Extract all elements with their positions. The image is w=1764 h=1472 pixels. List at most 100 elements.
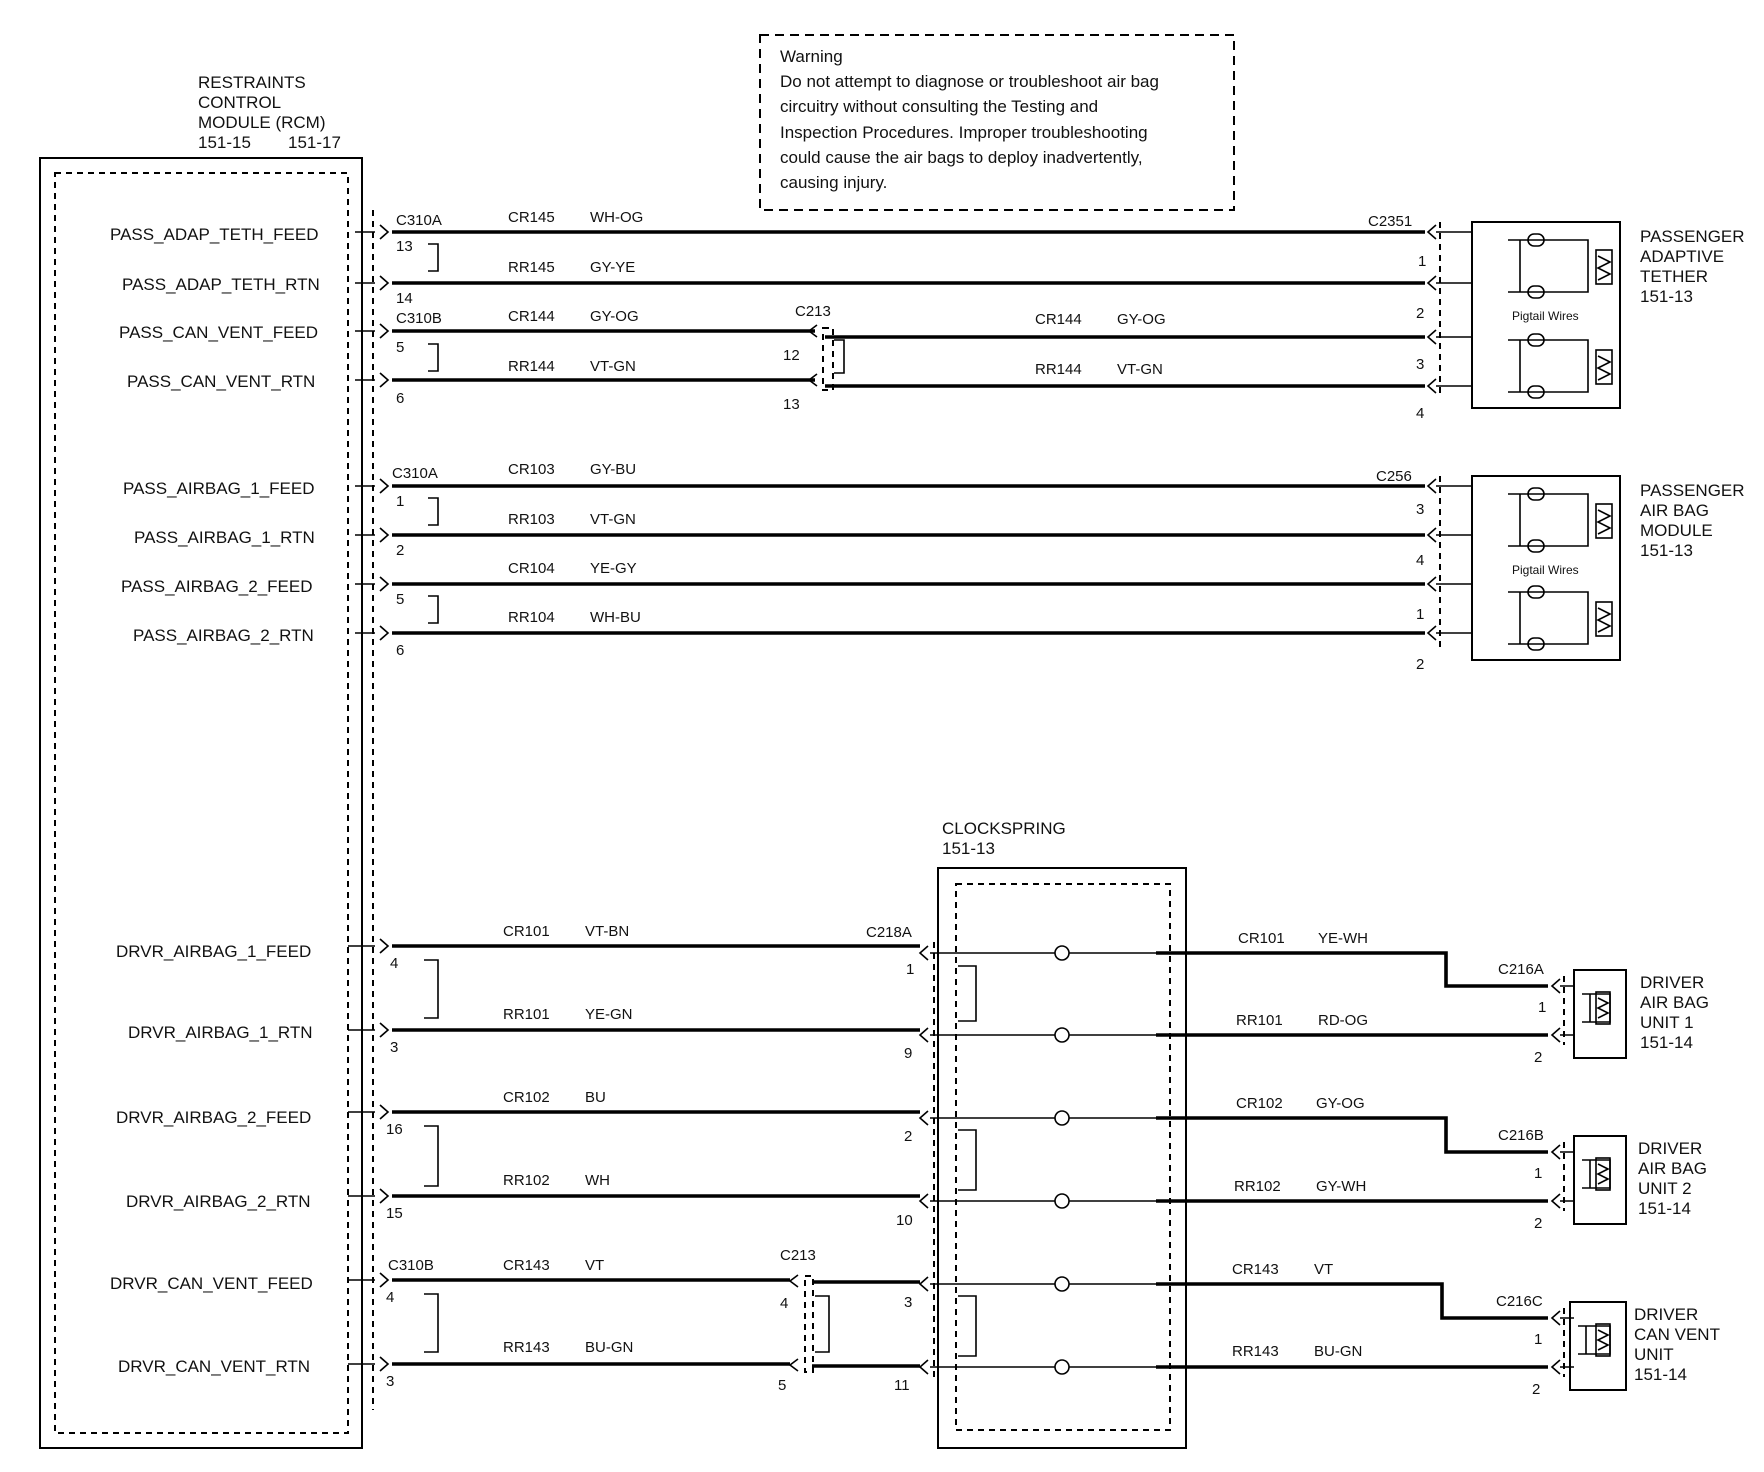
connector-label: C256 [1376, 468, 1412, 485]
circuit-id: RR103 [508, 511, 555, 528]
pin-number: 4 [1416, 405, 1424, 422]
wire-color: VT [1314, 1261, 1333, 1278]
pin-number: 6 [396, 642, 404, 659]
component-label: AIR BAG [1640, 501, 1709, 520]
component-label: 151-13 [1640, 287, 1693, 306]
pin-number: 2 [396, 542, 404, 559]
component-label: UNIT 1 [1640, 1013, 1694, 1032]
pin-number: 2 [1534, 1049, 1542, 1066]
signal-label: DRVR_AIRBAG_2_RTN [126, 1192, 311, 1211]
circuit-id: RR144 [1035, 361, 1082, 378]
circuit-id: CR144 [1035, 311, 1082, 328]
pin-number: 4 [390, 955, 398, 972]
pin-number: 2 [1534, 1215, 1542, 1232]
pin-number: 5 [396, 339, 404, 356]
signal-label: DRVR_CAN_VENT_FEED [110, 1274, 313, 1293]
rcm-title-line: CONTROL [198, 93, 281, 112]
warning-line: Inspection Procedures. Improper troubles… [780, 123, 1148, 142]
wire-color: VT-GN [590, 511, 636, 528]
pin-number: 5 [778, 1377, 786, 1394]
squib-icon [1578, 1323, 1611, 1357]
pin-number: 4 [780, 1295, 788, 1312]
pin-number: 15 [386, 1205, 403, 1222]
component-label: PASSENGER [1640, 481, 1745, 500]
pin-number: 10 [896, 1212, 913, 1229]
component-label: DRIVER [1638, 1139, 1702, 1158]
component-label: CAN VENT [1634, 1325, 1720, 1344]
pin-number: 3 [390, 1039, 398, 1056]
pigtail-note: Pigtail Wires [1512, 563, 1579, 577]
passenger-tether-circuits: C310A C310B C213 C2351 13 14 5 6 12 13 1… [355, 209, 1472, 422]
pin-number: 2 [904, 1128, 912, 1145]
warning-line: causing injury. [780, 173, 887, 192]
warning-box: Warning Do not attempt to diagnose or tr… [759, 34, 1235, 211]
pin-number: 1 [1538, 999, 1546, 1016]
pin-number: 13 [396, 238, 413, 255]
clockspring: CLOCKSPRING 151-13 [930, 819, 1187, 1449]
component-label: 151-13 [1640, 541, 1693, 560]
circuit-id: RR143 [503, 1339, 550, 1356]
pin-number: 3 [904, 1294, 912, 1311]
connector-label: C213 [795, 303, 831, 320]
wire-color: GY-OG [1316, 1095, 1365, 1112]
passenger-airbag-circuits: C310A C256 1 2 5 6 3 4 1 2 CR103 GY-BU R… [355, 461, 1472, 673]
signal-label: PASS_CAN_VENT_RTN [127, 372, 315, 391]
warning-line: could cause the air bags to deploy inadv… [780, 148, 1143, 167]
circuit-id: CR101 [503, 923, 550, 940]
wire-color: RD-OG [1318, 1012, 1368, 1029]
pin-number: 2 [1416, 656, 1424, 673]
wire-color: YE-WH [1318, 930, 1368, 947]
component-label: 151-14 [1640, 1033, 1693, 1052]
component-label: DRIVER [1640, 973, 1704, 992]
circuit-id: CR101 [1238, 930, 1285, 947]
wire-color: GY-WH [1316, 1178, 1366, 1195]
squib-icon [1582, 991, 1611, 1025]
circuit-id: RR101 [503, 1006, 550, 1023]
component-label: DRIVER [1634, 1305, 1698, 1324]
connector-label: C310B [396, 310, 442, 327]
pin-number: 3 [1416, 356, 1424, 373]
circuit-id: CR103 [508, 461, 555, 478]
circuit-id: CR145 [508, 209, 555, 226]
circuit-id: RR143 [1232, 1343, 1279, 1360]
pin-number: 1 [906, 961, 914, 978]
connector-label: C218A [866, 924, 912, 941]
circuit-id: CR102 [1236, 1095, 1283, 1112]
passenger-adaptive-tether: Pigtail Wires PASSENGER ADAPTIVE TETHER … [1471, 221, 1745, 409]
pin-number: 3 [1416, 501, 1424, 518]
wire-color: VT-GN [1117, 361, 1163, 378]
clockspring-ref: 151-13 [942, 839, 995, 858]
signal-label: PASS_AIRBAG_2_RTN [133, 626, 314, 645]
component-label: UNIT 2 [1638, 1179, 1692, 1198]
warning-title: Warning [780, 47, 843, 66]
wire-color: YE-GY [590, 560, 637, 577]
circuit-id: CR144 [508, 308, 555, 325]
circuit-id: RR144 [508, 358, 555, 375]
passenger-airbag-module: Pigtail Wires PASSENGER AIR BAG MODULE 1… [1471, 475, 1745, 661]
wire-color: VT-GN [590, 358, 636, 375]
driver-circuits: C218A C310B C213 C216A C216B C216C 4 3 1… [348, 923, 1574, 1398]
driver-can-vent-unit: DRIVER CAN VENT UNIT 151-14 [1569, 1301, 1720, 1391]
wire-color: BU-GN [585, 1339, 633, 1356]
signal-label: DRVR_AIRBAG_2_FEED [116, 1108, 311, 1127]
connector-label: C310B [388, 1257, 434, 1274]
warning-line: Do not attempt to diagnose or troublesho… [780, 72, 1159, 91]
pin-number: 3 [386, 1373, 394, 1390]
squib-icon [1508, 585, 1613, 651]
wire-color: VT [585, 1257, 604, 1274]
component-label: UNIT [1634, 1345, 1674, 1364]
component-label: ADAPTIVE [1640, 247, 1724, 266]
circuit-id: CR104 [508, 560, 555, 577]
rcm-module: RESTRAINTS CONTROL MODULE (RCM) 151-15 1… [39, 73, 374, 1449]
component-label: 151-14 [1638, 1199, 1691, 1218]
signal-label: PASS_AIRBAG_2_FEED [121, 577, 313, 596]
rcm-title-line: RESTRAINTS [198, 73, 306, 92]
rcm-title-line: MODULE (RCM) [198, 113, 326, 132]
component-label: AIR BAG [1638, 1159, 1707, 1178]
driver-airbag-unit-2: DRIVER AIR BAG UNIT 2 151-14 [1573, 1135, 1707, 1225]
connector-label: C213 [780, 1247, 816, 1264]
pin-number: 13 [783, 396, 800, 413]
circuit-id: CR143 [1232, 1261, 1279, 1278]
connector-label: C216C [1496, 1293, 1543, 1310]
